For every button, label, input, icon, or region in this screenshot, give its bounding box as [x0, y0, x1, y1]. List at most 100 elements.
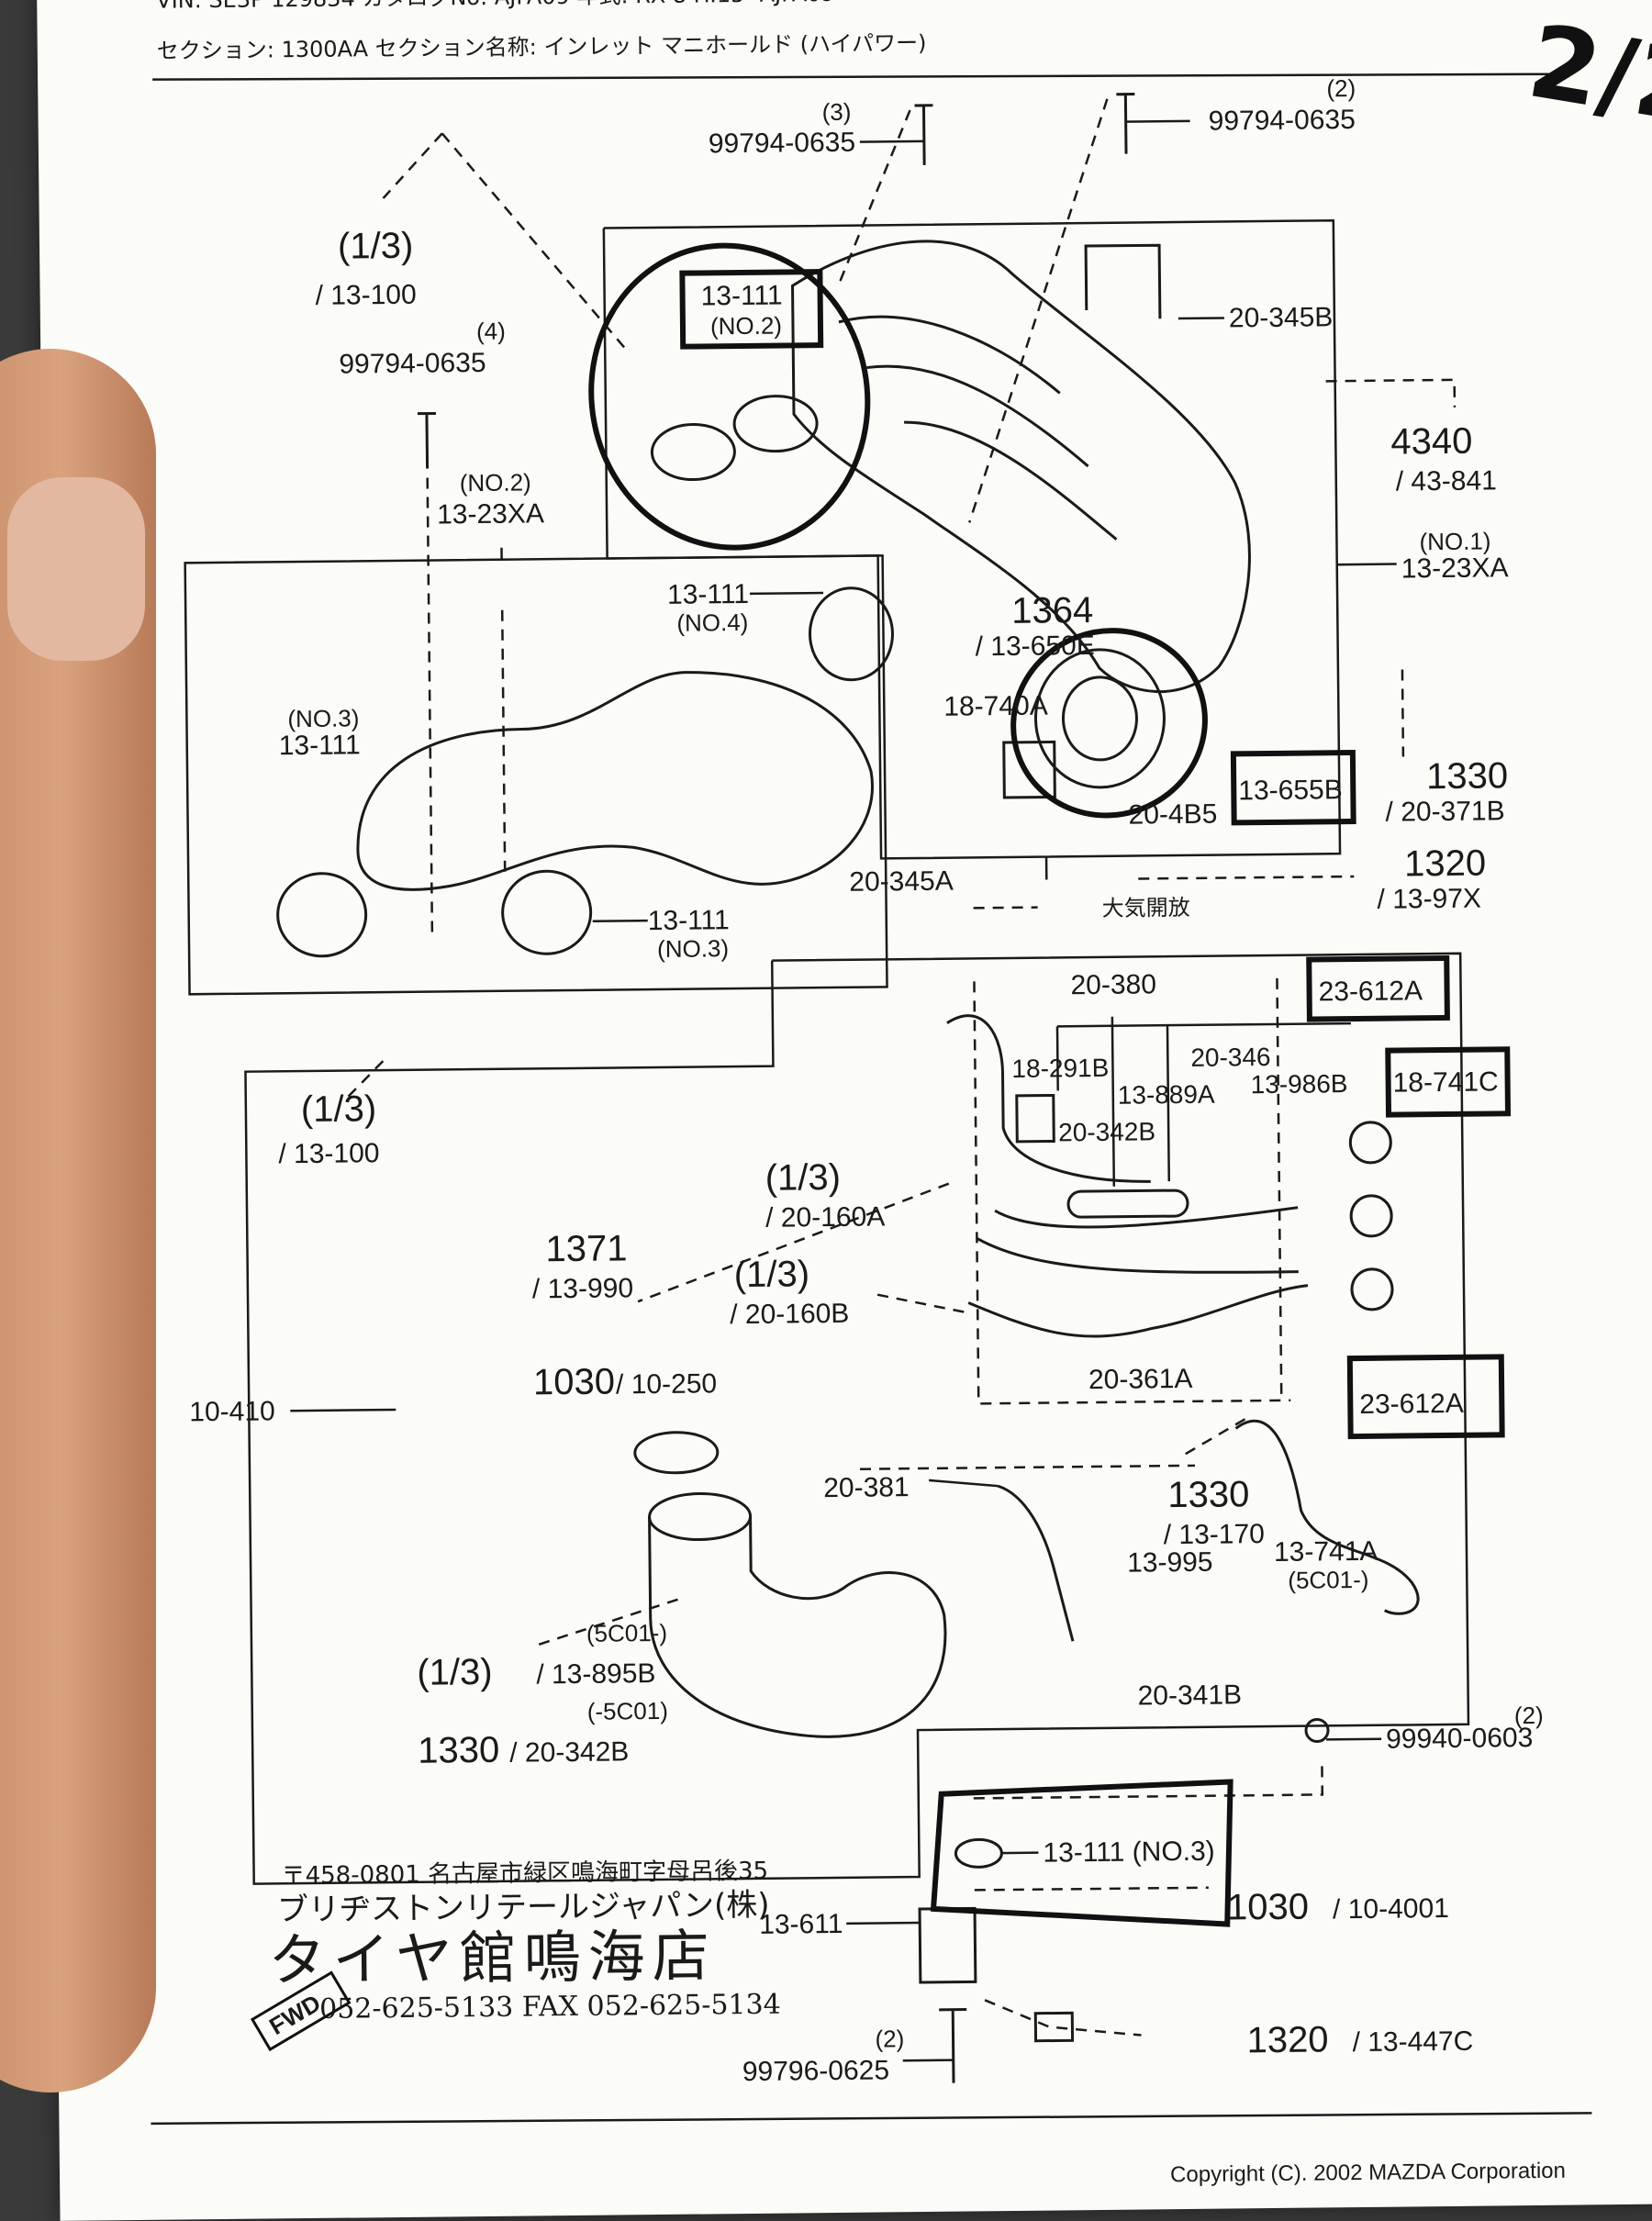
bracket-611-shape — [920, 1908, 976, 1982]
label-plug-612a-bottom: 23-612A — [1359, 1389, 1464, 1420]
ref-1-3-top: (1/3) — [338, 226, 414, 267]
label-bracket-611: 13-611 — [759, 1909, 843, 1940]
label-mani-no1-part: 13-23XA — [1401, 552, 1509, 584]
solenoid-c — [1352, 1269, 1392, 1310]
header: VIN: SE3P 129834 カタログNo: AJFA09 年式: RX-8… — [151, 0, 1652, 163]
ref-1330a: 1330 — [1426, 755, 1508, 797]
vin-line: VIN: SE3P 129834 カタログNo: AJFA09 年式: RX-8… — [156, 0, 835, 14]
lower-intake-manifold — [356, 671, 874, 890]
filler-cap — [635, 1432, 718, 1473]
ref-20-160a: / 20-160A — [765, 1201, 885, 1233]
bolt-c — [418, 413, 437, 468]
label-bolt-c-qty: (4) — [476, 318, 506, 345]
hose-342b-shape — [1068, 1190, 1188, 1217]
label-gasket-no3-lower: 13-111 (NO.3) — [1043, 1836, 1215, 1869]
label-gasket-no3a: (NO.3) — [287, 704, 359, 732]
label-plug-612a-top: 23-612A — [1318, 976, 1423, 1007]
label-body-10-410: 10-410 — [189, 1396, 275, 1427]
label-bolt-a-qty: (3) — [821, 98, 851, 126]
ref-43-841: / 43-841 — [1396, 465, 1497, 497]
label-sol-741c: 18-741C — [1392, 1066, 1498, 1098]
label-bolt-b: 99794-0635 — [1208, 105, 1355, 137]
ref-1030a: 1030 — [533, 1361, 615, 1402]
sensor-740a-shape — [1004, 742, 1055, 798]
stamp-phone: 052-625-5133 FAX 052-625-5134 — [319, 1989, 781, 2026]
ref-20-342b: / 20-342B — [509, 1736, 629, 1768]
label-atmosphere-release: 大気開放 — [1101, 895, 1189, 921]
ref-13-100-top: / 13-100 — [315, 280, 416, 311]
label-mani-no2: (NO.2) — [460, 468, 531, 497]
solenoid-a — [1350, 1122, 1390, 1163]
label-hose-986b: 13-986B — [1250, 1069, 1347, 1099]
hose-381-shape — [998, 1485, 1073, 1642]
label-hose-995: 13-995 — [1127, 1547, 1213, 1579]
ref-342b-pre: (-5C01) — [587, 1697, 668, 1725]
label-gasket-no3b: 13-111 — [648, 905, 730, 936]
label-gasket-no3a-part: 13-111 — [279, 730, 361, 761]
label-gasket-no4-sub: (NO.4) — [676, 608, 748, 637]
handwritten-page-mark: 2/2 — [1521, 2, 1652, 147]
ref-20-371b: / 20-371B — [1385, 796, 1504, 827]
label-mani-no2-part: 13-23XA — [437, 498, 544, 530]
ref-1-3-160a: (1/3) — [765, 1157, 841, 1199]
label-hose-345a: 20-345A — [849, 866, 954, 898]
label-sensor-740a: 18-740A — [943, 691, 1048, 722]
clip-447c-shape — [1035, 2013, 1072, 2040]
label-valve-291b: 18-291B — [1011, 1054, 1109, 1083]
label-bolt-a: 99794-0635 — [709, 128, 855, 160]
label-clip-4b5: 20-4B5 — [1128, 799, 1217, 831]
manifold-ribs — [839, 315, 1117, 542]
ref-1320a: 1320 — [1404, 843, 1486, 885]
ref-20-160b: / 20-160B — [730, 1299, 849, 1330]
label-mani-no1: (NO.1) — [1419, 527, 1490, 555]
label-hose-346: 20-346 — [1190, 1043, 1271, 1072]
footer: Copyright (C). 2002 MAZDA Corporation — [151, 2108, 1592, 2197]
label-hose-741a-sub: (5C01-) — [1288, 1566, 1368, 1594]
label-gasket-no3b-sub: (NO.3) — [657, 934, 729, 963]
stamp-shop-name: タイヤ館鳴海店 — [268, 1922, 717, 1993]
ref-1030b: 1030 — [1227, 1887, 1309, 1928]
reservoir-tank — [650, 1514, 947, 1739]
thumbnail-nail — [7, 477, 145, 661]
svg-text:FWD: FWD — [264, 1989, 325, 2040]
dealer-stamp: 〒458-0801 名古屋市緑区鳴海町字母呂後35 ブリヂストンリテールジャパン… — [251, 1858, 781, 2050]
hose-889-shape — [977, 1235, 1298, 1276]
label-hose-361a: 20-361A — [1088, 1364, 1193, 1395]
label-gasket-no2: 13-111 — [700, 281, 782, 312]
ref-1320b: 1320 — [1246, 2019, 1328, 2060]
bolt-0625-shape — [939, 2010, 967, 2083]
label-gasket-no2-sub: (NO.2) — [710, 312, 782, 340]
hose-345b-shape — [1086, 245, 1160, 319]
label-hose-889a: 13-889A — [1118, 1080, 1216, 1110]
label-bolt-b-qty: (2) — [1326, 74, 1356, 102]
hose-361a-shape — [968, 1286, 1309, 1338]
ref-1-3-895b: (1/3) — [417, 1652, 493, 1693]
gasket-no3-left — [277, 873, 366, 956]
ref-10-250: / 10-250 — [616, 1368, 717, 1400]
gasket-no2-loop-b — [734, 396, 818, 452]
ref-1364: 1364 — [1011, 590, 1093, 631]
ref-1-3-mid: (1/3) — [301, 1088, 377, 1130]
throttle-bore — [1063, 676, 1137, 760]
frames — [182, 219, 1470, 1884]
ref-10-4001: / 10-4001 — [1333, 1893, 1449, 1925]
bolt-a — [914, 106, 933, 165]
label-hose-381: 20-381 — [823, 1472, 910, 1503]
ref-1-3-160b: (1/3) — [734, 1254, 810, 1295]
gasket-no3-right — [502, 871, 591, 954]
label-bolt-c: 99794-0635 — [339, 348, 486, 380]
ref-13-100-mid: / 13-100 — [278, 1138, 379, 1169]
ref-1330-342b: 1330 — [418, 1730, 499, 1771]
section-line: セクション: 1300AA セクション名称: インレット マニホールド (ハイパ… — [157, 30, 927, 64]
gasket-no2-loop-a — [652, 424, 735, 480]
valve-291b-shape — [1017, 1095, 1055, 1141]
label-bolt-0625-qty: (2) — [875, 2025, 904, 2052]
bolt-b — [1116, 94, 1135, 153]
gasket-no4 — [809, 587, 893, 680]
part-labels: (3) 99794-0635 (2) 99794-0635 (1/3) / 13… — [175, 73, 1547, 2093]
label-nut-0603: 99940-0603 — [1386, 1723, 1533, 1755]
label-throttle-655b: 13-655B — [1238, 775, 1343, 806]
ref-13-447c: / 13-447C — [1352, 2026, 1473, 2058]
parts-diagram: VIN: SE3P 129834 カタログNo: AJFA09 年式: RX-8… — [37, 0, 1652, 2221]
ref-1330b: 1330 — [1167, 1474, 1249, 1515]
